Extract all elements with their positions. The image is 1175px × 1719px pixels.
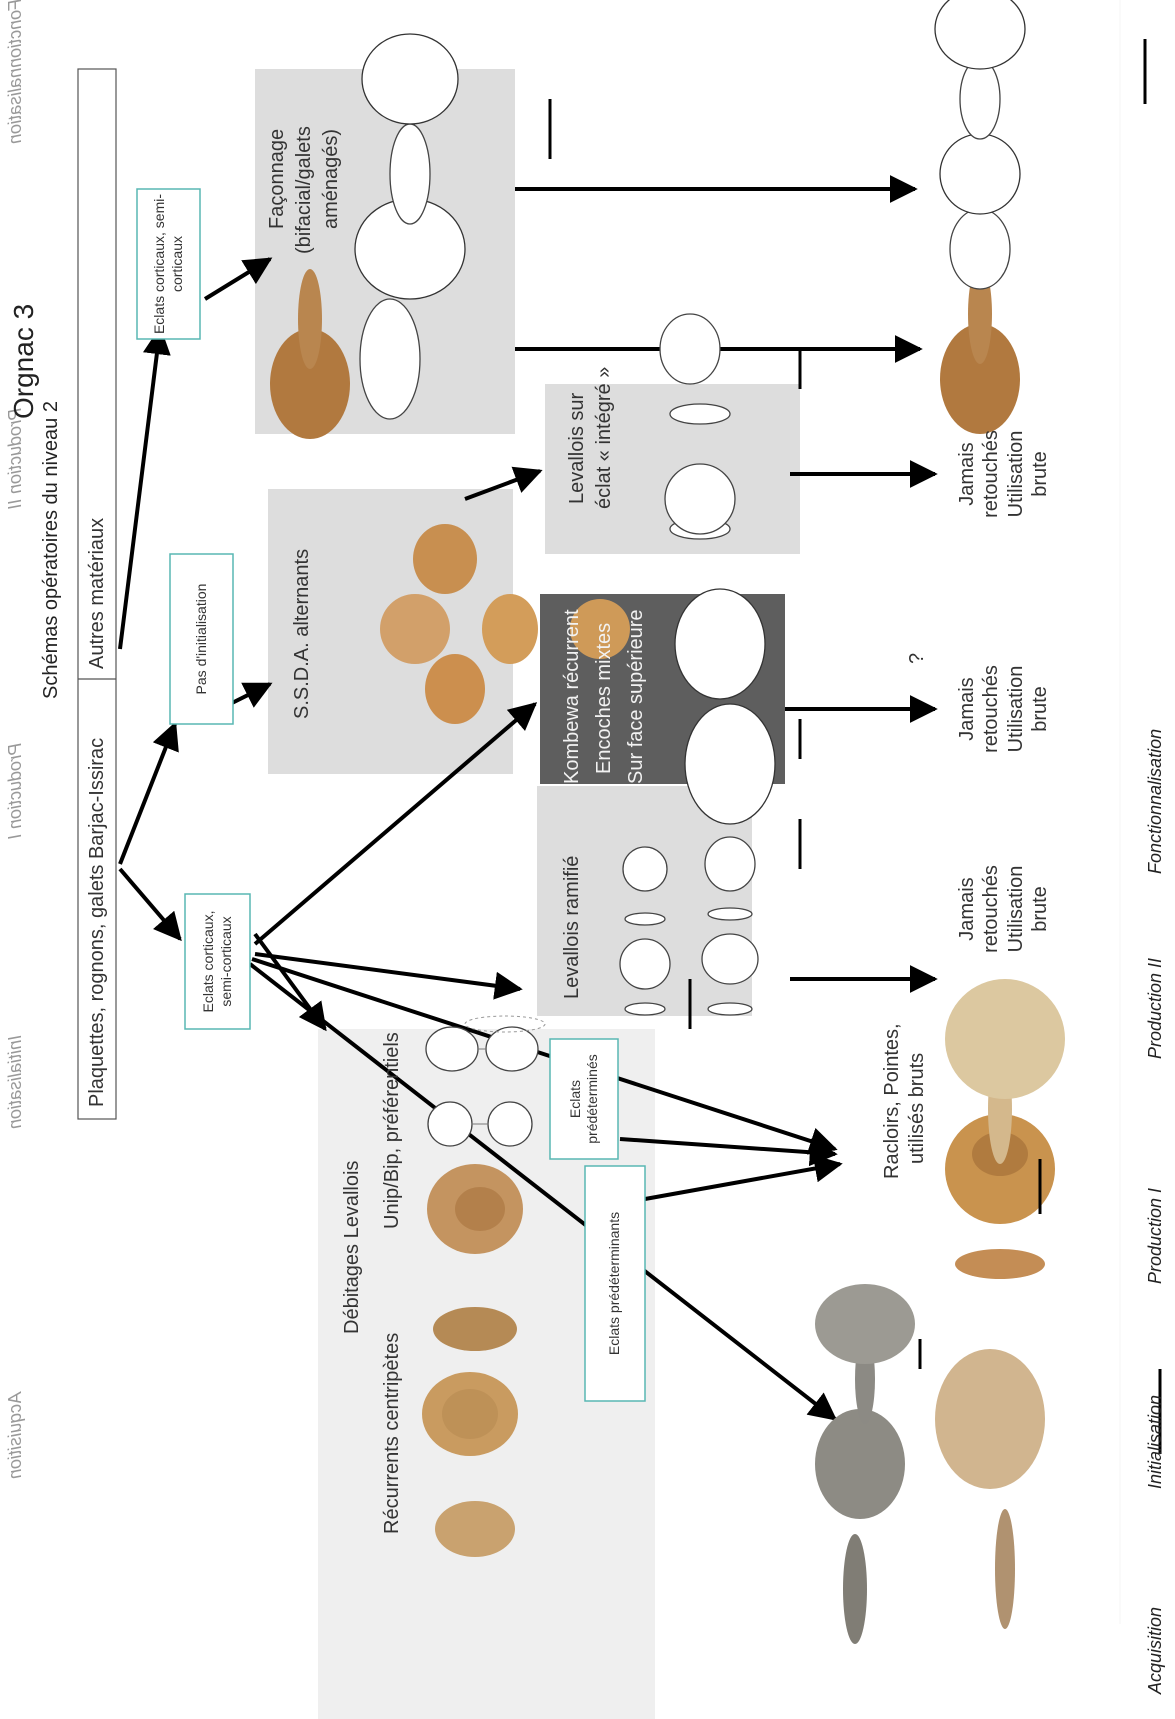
- stage-label-production-ii: Production II: [1145, 958, 1166, 1059]
- jamais-kombewa: Jamais retouchés Utilisation brute: [955, 644, 1053, 774]
- racloirs-artefacts: [815, 979, 1065, 1644]
- levallois-ramifie-title: Levallois ramifié: [560, 856, 584, 999]
- jamais-sur-2: retouchés: [979, 409, 1003, 539]
- init-box-pas-init-text: Pas d'initialisation: [193, 584, 211, 695]
- question-mark: ?: [905, 653, 929, 664]
- racloirs-line1: Racloirs, Pointes,: [880, 1023, 904, 1179]
- debitages-sub2: Unip/Bip, préférentiels: [380, 1032, 404, 1229]
- faconnage-line2: (bifacial/galets: [292, 126, 316, 254]
- debitages-sub1: Récurrents centripètes: [380, 1333, 404, 1534]
- init-box-pas-init: Pas d'initialisation: [170, 554, 233, 724]
- stage-label-top-production-i: Production I: [5, 743, 26, 839]
- faconnage-line3: aménagés): [319, 129, 343, 229]
- stage-label-top-acquisition: Acquisition: [5, 1392, 26, 1479]
- levallois-sur-line2: éclat « intégré »: [592, 367, 616, 509]
- init-box-eclats-left: Eclats corticaux, semi-corticaux: [185, 894, 250, 1029]
- kombewa-line1: Kombewa récurrent: [560, 609, 584, 784]
- jamais-sur-3: Utilisation: [1004, 409, 1028, 539]
- stage-label-top-production-ii: Production II: [5, 408, 26, 509]
- jamais-ramifie-3: Utilisation: [1004, 844, 1028, 974]
- source-right-label: Autres matériaux: [86, 518, 109, 669]
- jamais-ramifie-1: Jamais: [955, 844, 979, 974]
- racloirs-line2: utilisés bruts: [905, 1053, 929, 1164]
- jamais-sur-1: Jamais: [955, 409, 979, 539]
- page-title: Orgnac 3: [8, 304, 40, 419]
- page-subtitle: Schémas opératoires du niveau 2: [40, 401, 63, 699]
- kombewa-line3: Sur face supérieure: [624, 609, 648, 784]
- stage-label-initialisation: Initialisation: [1145, 1395, 1166, 1489]
- init-box-eclats-left-text: Eclats corticaux, semi-corticaux: [200, 894, 235, 1029]
- ssda-title: S.S.D.A. alternants: [290, 549, 314, 719]
- stage-label-top-initialisation: Initialisation: [5, 1035, 26, 1129]
- debitages-artefacts: [422, 1016, 545, 1557]
- jamais-sur-4: brute: [1028, 409, 1052, 539]
- levallois-sur-line1: Levallois sur: [565, 393, 589, 504]
- faconnage-artefacts: [270, 0, 1025, 439]
- stage-label-acquisition: Acquisition: [1145, 1607, 1166, 1694]
- stage-label-production-i: Production I: [1145, 1188, 1166, 1284]
- jamais-ramifie: Jamais retouchés Utilisation brute: [955, 844, 1053, 974]
- prod-box-predeterminants-text: Eclats prédéterminants: [606, 1212, 624, 1355]
- stage-label-top-fonctionnalisation: Fonctionnalisation: [5, 0, 26, 144]
- jamais-kombewa-2: retouchés: [979, 644, 1003, 774]
- init-box-eclats-right: Eclats corticaux, semi-corticaux: [137, 189, 200, 339]
- jamais-kombewa-4: brute: [1028, 644, 1052, 774]
- source-left-label: Plaquettes, rognons, galets Barjac-Issir…: [86, 738, 109, 1107]
- flow-arrows: [120, 189, 935, 1419]
- jamais-kombewa-1: Jamais: [955, 644, 979, 774]
- kombewa-line2: Encoches mixtes: [592, 623, 616, 774]
- jamais-levallois-sur: Jamais retouchés Utilisation brute: [955, 409, 1053, 539]
- debitages-title: Débitages Levallois: [340, 1161, 364, 1334]
- init-box-eclats-right-text: Eclats corticaux, semi-corticaux: [151, 189, 186, 339]
- prod-box-predeterminants: Eclats prédéterminants: [585, 1166, 645, 1401]
- prod-box-predetermines: Eclats prédéterminés: [550, 1039, 618, 1159]
- faconnage-line1: Façonnage: [265, 129, 289, 229]
- kombewa-artefacts: [675, 589, 775, 824]
- jamais-ramifie-4: brute: [1028, 844, 1052, 974]
- jamais-kombewa-3: Utilisation: [1004, 644, 1028, 774]
- stage-label-fonctionnalisation: Fonctionnalisation: [1145, 729, 1166, 874]
- jamais-ramifie-2: retouchés: [979, 844, 1003, 974]
- prod-box-predetermines-text: Eclats prédéterminés: [567, 1039, 602, 1159]
